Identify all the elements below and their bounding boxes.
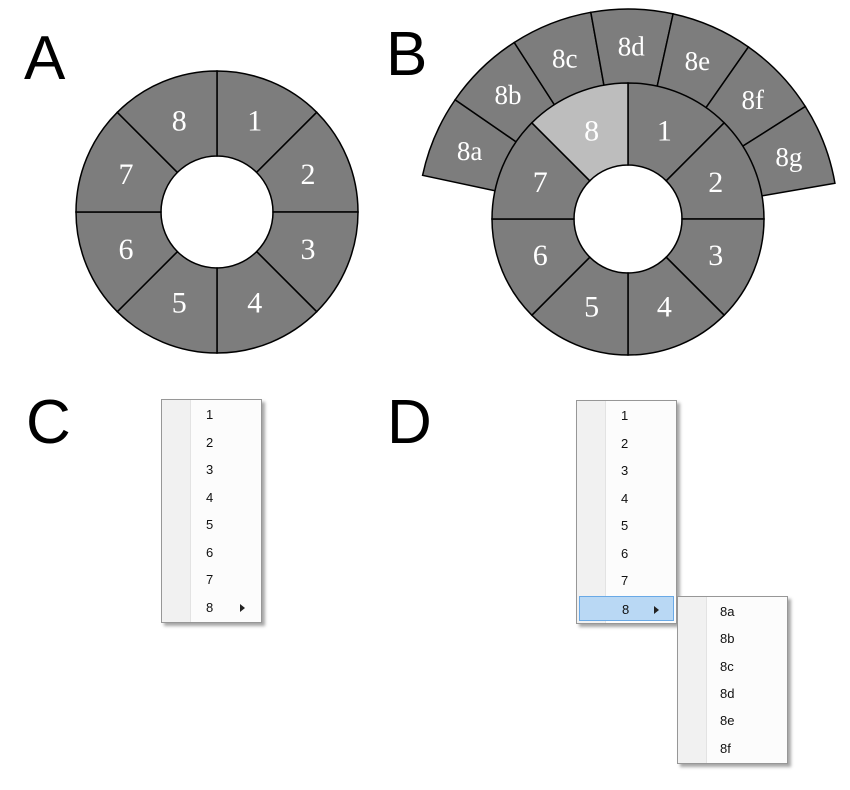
- pie-b-subsegment-8e-label: 8e: [685, 46, 711, 76]
- pie-b-subsegment-8b-label: 8b: [494, 80, 521, 110]
- pie-b-subsegment-8c-label: 8c: [552, 44, 578, 74]
- pie-b-segment-5-label: 5: [584, 290, 599, 323]
- menu-item-label: 6: [206, 544, 214, 560]
- pie-a-segment-7-label: 7: [118, 158, 133, 191]
- pie-b-subsegment-8d-label: 8d: [618, 32, 646, 62]
- menu-item-label: 4: [206, 489, 214, 505]
- menu-item-label: 7: [206, 572, 214, 587]
- menu-item-2[interactable]: 2: [164, 430, 259, 455]
- menu-item-8a[interactable]: 8a: [680, 599, 785, 624]
- menu-item-8c[interactable]: 8c: [680, 654, 785, 679]
- context-menu-d: 1 2 3 4 5 6 7 8: [576, 400, 677, 624]
- menu-item-1[interactable]: 1: [164, 402, 259, 427]
- menu-item-4[interactable]: 4: [164, 485, 259, 510]
- menu-item-label: 8d: [720, 685, 735, 701]
- panel-label-c: C: [26, 388, 71, 457]
- pie-a-segment-8[interactable]: [116, 70, 218, 174]
- pie-a-segment-2-label: 2: [301, 158, 316, 191]
- menu-item-label: 1: [206, 407, 214, 422]
- menu-item-label: 5: [206, 517, 214, 532]
- pie-menu-b: 8a 8b 8c 8d 8e 8f 8g 1 2 3 4 5 6 7 8: [421, 8, 836, 356]
- menu-item-8b[interactable]: 8b: [680, 626, 785, 651]
- pie-b-segment-8[interactable]: [530, 82, 629, 182]
- menu-item-8e[interactable]: 8e: [680, 708, 785, 733]
- pie-a-segment-1-label: 1: [247, 104, 262, 137]
- panel-label-d: D: [387, 388, 432, 457]
- menu-item-label: 4: [621, 490, 629, 506]
- pie-a-segment-3-label: 3: [301, 233, 316, 266]
- menu-item-5[interactable]: 5: [164, 512, 259, 537]
- menu-item-2[interactable]: 2: [579, 431, 674, 456]
- menu-item-8d[interactable]: 8d: [680, 681, 785, 706]
- pie-a-segment-6-label: 6: [118, 233, 133, 266]
- menu-item-6[interactable]: 6: [164, 540, 259, 565]
- submenu-arrow-icon: [240, 603, 245, 612]
- menu-item-label: 6: [621, 545, 629, 561]
- menu-item-label: 8e: [720, 713, 735, 729]
- menu-gutter: [577, 401, 606, 623]
- menu-item-7[interactable]: 7: [579, 568, 674, 593]
- menu-item-8[interactable]: 8: [579, 595, 674, 621]
- menu-item-1[interactable]: 1: [579, 403, 674, 428]
- pie-b-segment-3-label: 3: [708, 239, 723, 272]
- menu-item-label: 8c: [720, 658, 734, 674]
- menu-item-8[interactable]: 8: [164, 595, 259, 620]
- menu-item-4[interactable]: 4: [579, 486, 674, 511]
- pie-b-segment-4-label: 4: [657, 290, 672, 323]
- menu-item-label: 1: [621, 408, 629, 423]
- menu-item-label: 2: [206, 434, 214, 450]
- menu-item-label: 5: [621, 518, 629, 533]
- submenu-d: 8a 8b 8c 8d 8e 8f: [677, 596, 788, 764]
- menu-item-label: 8: [622, 601, 630, 617]
- menu-item-3[interactable]: 3: [164, 457, 259, 482]
- pie-b-segment-1-label: 1: [657, 115, 672, 148]
- context-menu-c: 1 2 3 4 5 6 7 8: [161, 399, 262, 623]
- pie-a-segment-5-label: 5: [172, 287, 187, 320]
- panel-label-b: B: [386, 20, 428, 89]
- submenu-arrow-icon: [654, 605, 659, 614]
- menu-item-label: 3: [206, 462, 214, 477]
- panel-label-a: A: [24, 24, 66, 93]
- menu-item-6[interactable]: 6: [579, 541, 674, 566]
- menu-item-label: 8a: [720, 604, 735, 619]
- pie-a-segment-4-label: 4: [247, 287, 262, 320]
- menu-item-label: 3: [621, 463, 629, 478]
- menu-item-7[interactable]: 7: [164, 567, 259, 592]
- pie-b-subsegment-8g-label: 8g: [775, 142, 802, 172]
- menu-item-5[interactable]: 5: [579, 513, 674, 538]
- pie-menus: 1 2 3 4 5 6 7 8 8a 8b 8c 8d 8e 8f 8g 1 2 3 4 5 6 7 8: [75, 8, 836, 356]
- menu-item-label: 7: [621, 573, 629, 588]
- menu-item-label: 8: [206, 599, 214, 615]
- pie-b-segment-2-label: 2: [708, 166, 723, 199]
- pie-b-segment-7-label: 7: [533, 166, 548, 199]
- pie-b-subsegment-8f-label: 8f: [741, 85, 764, 115]
- menu-item-3[interactable]: 3: [579, 458, 674, 483]
- menu-item-label: 8b: [720, 631, 735, 647]
- menu-item-label: 2: [621, 435, 629, 451]
- pie-a-segment-8-label: 8: [172, 104, 187, 137]
- menu-gutter: [678, 597, 707, 763]
- pie-b-segment-6-label: 6: [533, 239, 548, 272]
- pie-menu-a: 1 2 3 4 5 6 7 8: [75, 70, 359, 354]
- pie-b-segment-8-label: 8: [584, 115, 599, 148]
- pie-b-subsegment-8a-label: 8a: [457, 136, 483, 166]
- menu-item-8f[interactable]: 8f: [680, 736, 785, 761]
- menu-item-label: 8f: [720, 740, 731, 756]
- menu-gutter: [162, 400, 191, 622]
